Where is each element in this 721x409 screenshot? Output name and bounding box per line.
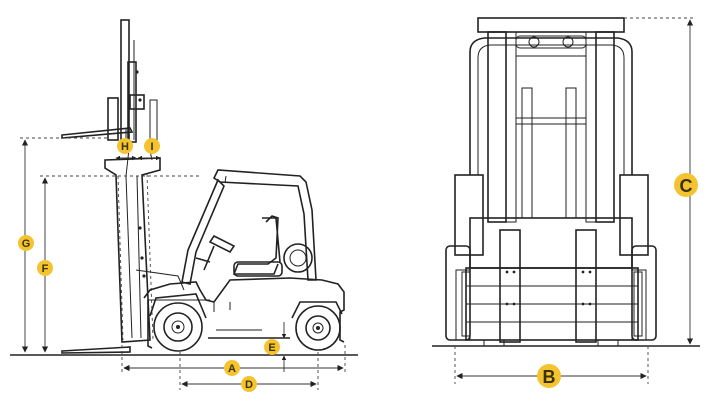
- label-f: F: [42, 263, 49, 275]
- label-e: E: [268, 342, 275, 354]
- fork-carriage: [461, 267, 643, 341]
- front-view: [432, 17, 700, 384]
- left-fork: [499, 229, 521, 343]
- truck-body: [135, 269, 345, 349]
- label-c-badge: C: [674, 173, 698, 197]
- label-b-badge: B: [537, 364, 561, 388]
- label-a-badge: A: [224, 360, 240, 376]
- front-wheel: [149, 293, 207, 352]
- front-right-tire: [631, 245, 657, 341]
- operator-seat: [232, 215, 283, 277]
- label-g: G: [22, 238, 31, 250]
- steering-wheel: [195, 234, 236, 271]
- label-g-badge: G: [18, 235, 34, 251]
- label-c: C: [680, 176, 693, 196]
- label-i-badge: I: [144, 138, 160, 154]
- label-d-badge: D: [241, 376, 257, 392]
- label-b: B: [543, 367, 556, 387]
- label-d: D: [245, 379, 253, 391]
- label-i: I: [150, 141, 153, 153]
- mast: [107, 19, 158, 143]
- lowered-forks: [61, 346, 131, 354]
- side-view: [10, 19, 358, 390]
- label-h-badge: H: [117, 138, 133, 154]
- left-body: [454, 174, 484, 256]
- label-e-badge: E: [264, 339, 280, 355]
- label-f-badge: F: [37, 260, 53, 276]
- dimension-f-line: [40, 175, 200, 353]
- lpg-tank: [283, 243, 313, 273]
- right-fork: [575, 229, 597, 343]
- right-body: [619, 174, 649, 256]
- label-a: A: [228, 363, 236, 375]
- mast-top-beam: [477, 17, 625, 33]
- overhead-guard: [181, 169, 317, 285]
- rear-wheel: [291, 301, 343, 351]
- label-h: H: [121, 141, 129, 153]
